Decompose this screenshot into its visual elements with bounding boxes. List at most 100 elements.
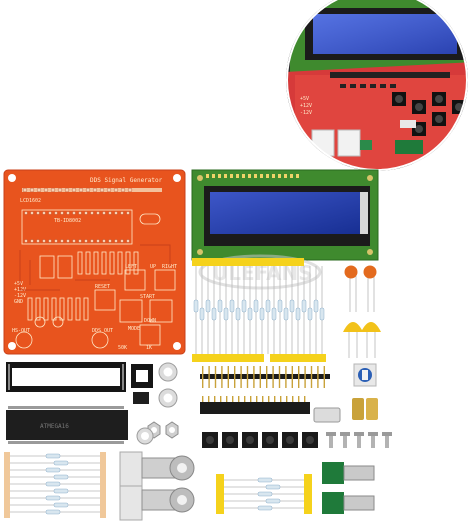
header-pin bbox=[323, 366, 325, 388]
resistor-strip-bottom-left bbox=[4, 452, 106, 518]
silk-50k: 50K bbox=[118, 345, 127, 351]
trimmer-potentiometer bbox=[353, 363, 377, 387]
silk-gnd: GND bbox=[14, 299, 23, 305]
resistor bbox=[319, 307, 325, 321]
header-pin bbox=[268, 396, 270, 402]
ceramic-capacitors bbox=[344, 265, 377, 312]
silk-hs-out: HS-OUT bbox=[12, 328, 30, 334]
resistor-strip-top bbox=[192, 258, 326, 362]
header-pin bbox=[214, 366, 217, 388]
resistor bbox=[45, 509, 61, 515]
silk-reset: RESET bbox=[95, 284, 110, 290]
resistor bbox=[45, 453, 61, 459]
resistor bbox=[277, 299, 283, 313]
header-pin bbox=[278, 366, 281, 388]
resistor bbox=[229, 299, 235, 313]
silk-m12v: -12V bbox=[14, 293, 26, 299]
atmega-chip: ATMEGA16 bbox=[6, 406, 128, 444]
resistor bbox=[283, 307, 289, 321]
svg-text:+12V: +12V bbox=[300, 103, 312, 109]
resistor bbox=[313, 299, 319, 313]
inset-closeup-circle: +5V +12V -12V bbox=[286, 0, 468, 171]
header-pin bbox=[240, 366, 242, 388]
crystal-oscillator bbox=[313, 407, 341, 423]
silk-right: RIGHT bbox=[162, 264, 177, 270]
ic-socket-40pin bbox=[6, 362, 126, 392]
resistor bbox=[53, 474, 69, 480]
silk-start: START bbox=[140, 294, 155, 300]
resistor bbox=[295, 307, 301, 321]
resistor bbox=[235, 307, 241, 321]
screw-head bbox=[368, 432, 378, 436]
lcd1602-module bbox=[191, 169, 379, 261]
resistor bbox=[45, 467, 61, 473]
resistor bbox=[257, 491, 273, 497]
resistor bbox=[259, 307, 265, 321]
resistor bbox=[199, 307, 205, 321]
rotary-potentiometers bbox=[322, 462, 375, 514]
header-pin bbox=[274, 396, 276, 402]
header-pin bbox=[285, 366, 287, 388]
header-pin bbox=[298, 366, 300, 388]
header-pin bbox=[256, 396, 258, 402]
screw-head bbox=[382, 432, 392, 436]
resistor bbox=[257, 477, 273, 483]
silk-dds-out: DDS OUT bbox=[92, 328, 113, 334]
lcd-header-pads bbox=[22, 188, 162, 192]
brass-standoffs bbox=[352, 398, 378, 420]
small-ic bbox=[133, 392, 149, 404]
resistor bbox=[289, 299, 295, 313]
header-pin bbox=[250, 396, 252, 402]
header-pin bbox=[221, 366, 223, 388]
screw-shaft bbox=[343, 436, 347, 448]
header-pin bbox=[253, 366, 255, 388]
header-pin bbox=[262, 396, 264, 402]
resistor bbox=[271, 307, 277, 321]
resistor bbox=[45, 481, 61, 487]
header-pin bbox=[234, 366, 236, 388]
inset-buttons bbox=[392, 92, 466, 136]
resistor bbox=[217, 299, 223, 313]
svg-text:-12V: -12V bbox=[300, 110, 312, 116]
screw-shaft bbox=[329, 436, 333, 448]
header-pin bbox=[227, 366, 229, 388]
screw-shaft bbox=[357, 436, 361, 448]
screw-head bbox=[326, 432, 336, 436]
screw-head bbox=[340, 432, 350, 436]
resistor bbox=[53, 488, 69, 494]
resistor bbox=[53, 460, 69, 466]
header-pin bbox=[291, 366, 293, 388]
bnc-connectors bbox=[119, 451, 195, 521]
resistor bbox=[257, 505, 273, 511]
header-pin bbox=[304, 366, 306, 388]
screw-head bbox=[354, 432, 364, 436]
header-pin bbox=[286, 396, 288, 402]
tactile-switches bbox=[202, 432, 318, 448]
resistor bbox=[265, 484, 281, 490]
atmega-label: ATMEGA16 bbox=[40, 423, 69, 430]
chip-silk: TB-ID8002 bbox=[54, 218, 81, 224]
header-pin bbox=[220, 396, 222, 402]
header-pin bbox=[226, 396, 228, 402]
header-pin bbox=[266, 366, 268, 388]
screw-shaft bbox=[385, 436, 389, 448]
silk-1k: 1K bbox=[146, 345, 152, 351]
resistor bbox=[265, 299, 271, 313]
svg-text:+5V: +5V bbox=[300, 96, 309, 102]
silk-mode: MODE bbox=[128, 326, 140, 332]
header-pin bbox=[292, 396, 294, 402]
resistor bbox=[45, 495, 61, 501]
silk-up: UP bbox=[150, 264, 156, 270]
header-pin bbox=[244, 396, 246, 402]
dds-pcb-board: DDS Signal Generator LCD1602 TB-ID8002 bbox=[3, 169, 186, 355]
pin-headers bbox=[200, 366, 330, 414]
silk-down: DOWN bbox=[144, 318, 156, 324]
resistor bbox=[241, 299, 247, 313]
resistor bbox=[53, 502, 69, 508]
resistor bbox=[193, 299, 199, 313]
header-pin bbox=[208, 366, 210, 388]
resistor-strip-bottom-right bbox=[216, 474, 312, 514]
screws bbox=[326, 432, 392, 448]
header-pin bbox=[259, 366, 261, 388]
header-pin bbox=[232, 396, 234, 402]
